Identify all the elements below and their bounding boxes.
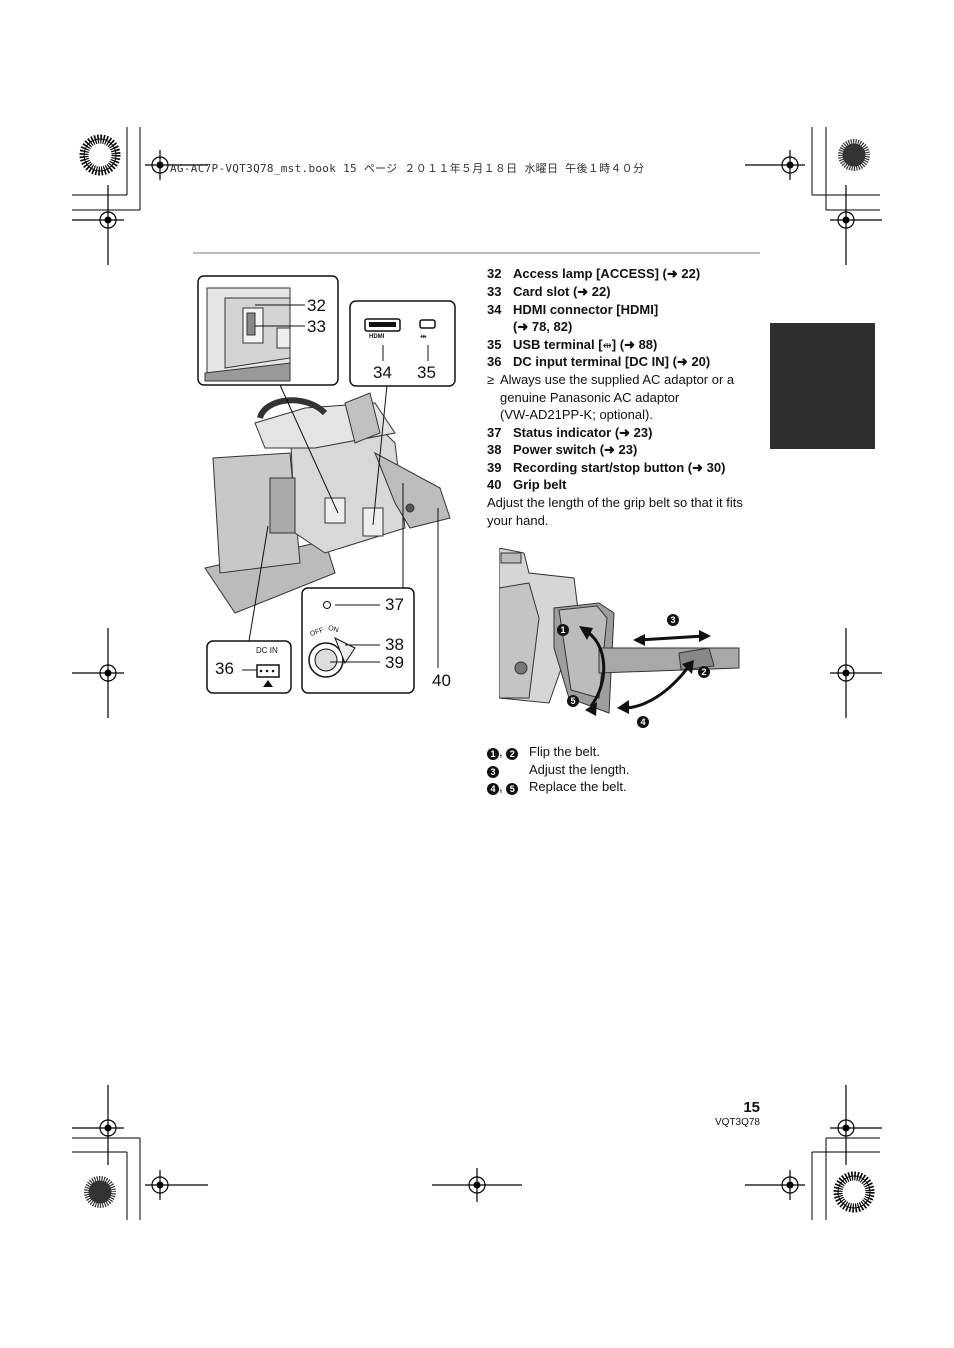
callout-37: 37 xyxy=(385,595,404,614)
callout-33: 33 xyxy=(307,317,326,336)
file-header: AG-AC7P-VQT3Q78_mst.book 15 ページ ２０１１年５月１… xyxy=(170,162,645,175)
page-number: 15 xyxy=(743,1099,760,1116)
callout-40: 40 xyxy=(432,671,451,690)
marker-5: 5 xyxy=(567,695,579,707)
step-replace: 4, 5 Replace the belt. xyxy=(487,779,687,796)
callout-39: 39 xyxy=(385,653,404,672)
hdmi-port-label: HDMI xyxy=(369,334,385,340)
callout-34: 34 xyxy=(373,363,392,382)
item-34-ref: (➜ 78, 82) xyxy=(513,319,573,334)
document-code: VQT3Q78 xyxy=(714,1117,760,1128)
callout-36: 36 xyxy=(215,659,234,678)
usb-icon: ⇹ xyxy=(602,340,612,352)
grip-belt-figure: 1 2 3 4 5 xyxy=(498,547,744,733)
step-adjust: 3 Adjust the length. xyxy=(487,762,687,779)
marker-2: 2 xyxy=(698,666,710,678)
grip-belt-description: Adjust the length of the grip belt so th… xyxy=(487,495,743,528)
dc-in-label: DC IN xyxy=(256,646,278,655)
ac-adaptor-note: ≥ Always use the supplied AC adaptor or … xyxy=(487,372,735,422)
marker-1: 1 xyxy=(557,624,569,636)
marker-4: 4 xyxy=(637,716,649,728)
marker-3: 3 xyxy=(667,614,679,626)
top-rule xyxy=(193,252,760,254)
callout-35: 35 xyxy=(417,363,436,382)
callout-32: 32 xyxy=(307,296,326,315)
callout-38: 38 xyxy=(385,635,404,654)
camcorder-figure: 32 33 HDMI ⇹ 34 35 DC IN 36 37 OFF ON 38… xyxy=(195,273,460,698)
step-flip: 1, 2 Flip the belt. xyxy=(487,744,687,761)
section-tab xyxy=(770,323,875,449)
usb-icon: ⇹ xyxy=(420,332,427,341)
